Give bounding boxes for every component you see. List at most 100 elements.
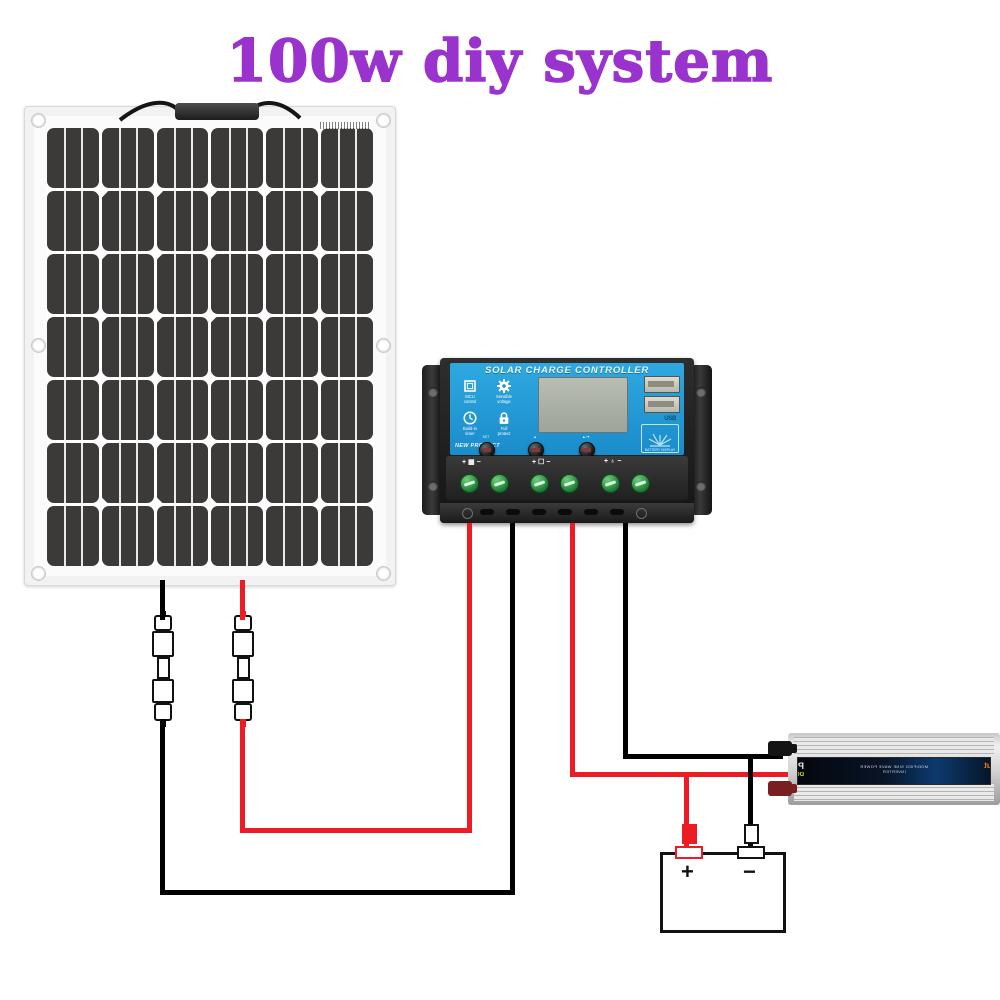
usb-ports[interactable] <box>644 376 680 414</box>
badge-mcu-control: MCU control <box>454 379 486 405</box>
solar-cell <box>266 128 319 188</box>
lcd-display <box>538 377 628 433</box>
solar-cell <box>156 128 209 188</box>
square-icon <box>463 379 477 393</box>
solar-cell <box>321 443 373 503</box>
wire-battery-negative-from-controller <box>623 523 628 758</box>
badge-line1: Sensible <box>495 394 513 399</box>
badge-line1: MCU <box>465 394 475 399</box>
lock-icon <box>497 411 511 425</box>
terminal-screw-solar-positive[interactable] <box>460 474 479 493</box>
solar-cell <box>211 506 264 566</box>
solar-cell <box>47 380 99 440</box>
panel-grommet <box>31 113 46 128</box>
badge-line2: timer <box>465 431 475 437</box>
solar-cell <box>266 443 319 503</box>
solar-cell <box>101 191 154 251</box>
page-title: 100w diy system <box>226 27 774 95</box>
solar-cell-grid <box>47 128 373 566</box>
solar-cell <box>101 506 154 566</box>
terminal-screw-load-positive[interactable] <box>601 474 620 493</box>
wire-panel-negative-bottom <box>160 890 515 895</box>
wire-battery-positive-bus <box>570 772 990 777</box>
controller-body: SOLAR CHARGE CONTROLLER MCU control Sens… <box>440 358 694 523</box>
button-set[interactable] <box>479 442 495 458</box>
panel-grommet <box>31 338 46 353</box>
heatsink-fins-bottom <box>794 783 994 801</box>
solar-cell <box>321 506 373 566</box>
mc4-shell-segment <box>232 679 254 703</box>
solar-cell <box>321 317 373 377</box>
power-inverter: PS-1500 DC 12V AC 220V MODIFIED SINE WAV… <box>768 733 1000 805</box>
clock-icon <box>463 411 477 425</box>
usb-label: USB <box>664 416 676 422</box>
solar-cell <box>101 380 154 440</box>
solar-cell <box>101 254 154 314</box>
mc4-shell-segment <box>152 679 174 703</box>
badge-buildin-timer: Build-in timer <box>454 411 486 437</box>
badge-full-protect: Full protect <box>488 411 520 437</box>
cable-slot <box>558 509 572 515</box>
solar-cell <box>47 317 99 377</box>
terminal-screw-solar-negative[interactable] <box>490 474 509 493</box>
button-label-updown: ▲/▼ <box>581 435 591 439</box>
terminal-screw-battery-negative[interactable] <box>560 474 579 493</box>
badge-line1: Build-in <box>463 426 477 431</box>
badge-line2: control <box>463 399 477 405</box>
panel-barcode-label <box>320 122 370 129</box>
wire-panel-positive-upper <box>240 580 245 620</box>
battery-negative-sign: − <box>743 859 756 884</box>
inverter-housing: PS-1500 DC 12V AC 220V MODIFIED SINE WAV… <box>788 733 1000 805</box>
controller-base-plate <box>440 503 694 523</box>
terminal-screw-battery-positive[interactable] <box>530 474 549 493</box>
battery-positive-post <box>682 824 697 844</box>
mounting-bracket-left <box>422 365 444 515</box>
bracket-hole <box>696 387 706 397</box>
cable-entry-ring <box>636 508 647 519</box>
inverter-label: PS-1500 DC 12V AC 220V MODIFIED SINE WAV… <box>797 757 991 785</box>
panel-grommet <box>376 566 391 581</box>
solar-cell <box>211 128 264 188</box>
solar-cell <box>156 506 209 566</box>
solar-panel-laminate <box>34 116 386 576</box>
button-label-up: ▲ <box>533 435 537 439</box>
cable-slot <box>584 509 598 515</box>
wire-battery-positive-from-controller <box>570 523 575 776</box>
inverter-center-text: MODIFIED SINE WAVE POWER INVERTER <box>859 764 929 774</box>
solar-cell <box>266 191 319 251</box>
solar-cell <box>156 317 209 377</box>
solar-cell <box>211 443 264 503</box>
terminal-block: + ▦ − + ☐ − + ♁ − <box>446 456 688 500</box>
cable-entry-ring <box>462 508 473 519</box>
mc4-connector-red <box>226 611 260 727</box>
gear-icon <box>497 379 511 393</box>
bracket-hole <box>696 481 706 491</box>
mounting-bracket-right <box>690 365 712 515</box>
terminal-screw-load-negative[interactable] <box>631 474 650 493</box>
usb-tab <box>648 381 674 387</box>
solar-cell <box>266 317 319 377</box>
svg-text:BATTERY DISPLAY: BATTERY DISPLAY <box>645 448 676 452</box>
solar-cell <box>47 506 99 566</box>
badge-sensible-voltage: Sensible voltage <box>488 379 520 405</box>
inverter-positive-post <box>768 781 797 796</box>
solar-cell <box>101 128 154 188</box>
solar-cell <box>211 254 264 314</box>
wire-panel-positive-to-controller <box>467 523 472 833</box>
controller-title: SOLAR CHARGE CONTROLLER <box>484 365 650 376</box>
solar-charge-controller[interactable]: SOLAR CHARGE CONTROLLER MCU control Sens… <box>422 358 712 523</box>
solar-cell <box>266 380 319 440</box>
terminal-symbol-solar: + ▦ − <box>462 459 481 466</box>
solar-cell <box>211 191 264 251</box>
badge-line2: protect <box>497 431 511 437</box>
cable-slot <box>480 509 494 515</box>
solar-cell <box>321 380 373 440</box>
usb-port-1[interactable] <box>644 376 680 393</box>
usb-port-2[interactable] <box>644 396 680 413</box>
solar-cell <box>211 380 264 440</box>
controller-faceplate: SOLAR CHARGE CONTROLLER MCU control Sens… <box>450 363 684 455</box>
solar-cell <box>321 128 373 188</box>
solar-cell <box>211 317 264 377</box>
solar-cell <box>266 254 319 314</box>
solar-cell <box>321 191 373 251</box>
